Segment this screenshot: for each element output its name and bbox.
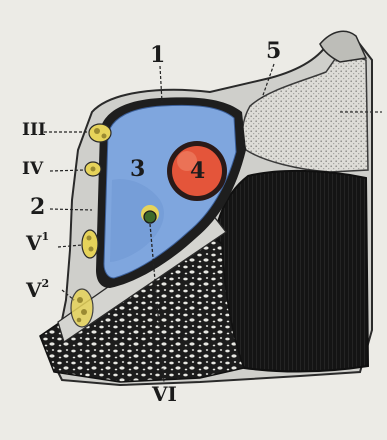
label-V1-sup: 1 [42,230,50,243]
label-V2-sup: 2 [42,277,50,290]
label-4: 4 [190,160,205,182]
abducens-nerve [144,211,156,223]
label-3: 3 [130,158,145,180]
label-III: III [22,122,46,139]
ophthalmic-nerve-V1 [82,230,98,258]
oculomotor-nerve-III [89,124,111,142]
label-V1: V1 [26,233,49,253]
maxillary-nerve-V2 [71,289,93,327]
label-IV: IV [22,161,43,178]
label-5: 5 [266,40,281,62]
label-V2: V2 [26,280,49,300]
label-V1-base: V [26,231,42,255]
trochlear-nerve-IV [85,162,101,176]
label-VI: VI [152,384,177,404]
label-V2-base: V [26,278,42,302]
label-2: 2 [30,196,45,218]
sphenoid-sinus-dark [214,171,368,372]
label-1: 1 [150,44,165,66]
